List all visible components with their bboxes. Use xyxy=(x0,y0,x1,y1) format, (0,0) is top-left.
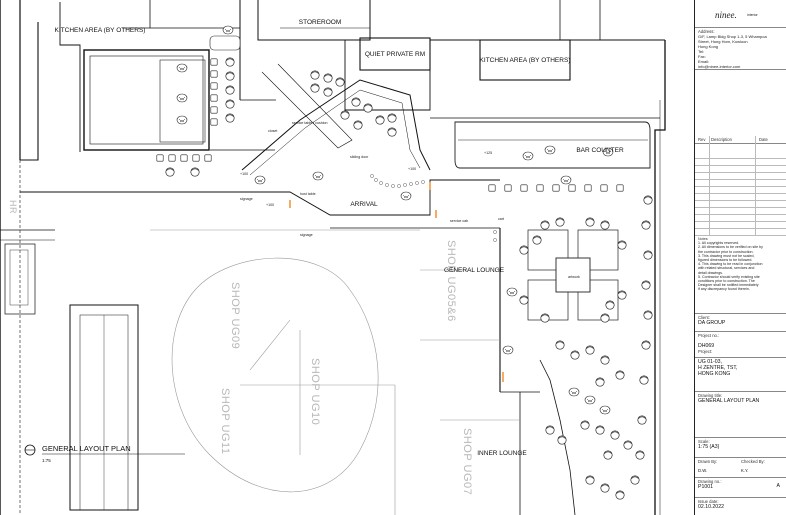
room-label-arrival: ARRIVAL xyxy=(350,201,378,208)
checked-by-value: K.Y. xyxy=(741,468,749,473)
revision-header: Rev Description Date xyxy=(695,136,786,144)
room-label-storeroom: STOREROOM xyxy=(299,19,342,26)
signage-label: signage xyxy=(300,233,313,237)
hr-label: HR xyxy=(8,200,18,214)
exit-markers xyxy=(289,182,504,382)
project-block: UG 01-03, H ZENTRE, TST, HONG KONG xyxy=(695,358,786,392)
title-block: ninee. interior Address: G/F, Lamp Bldg … xyxy=(694,0,786,515)
shop-labels: SHOP UG09 SHOP UG10 SHOP UG11 SHOP UG05&… xyxy=(8,200,473,495)
address-line: Hong Kong xyxy=(698,44,719,49)
note-line: conditions prior to construction. The xyxy=(698,279,755,284)
scale-value: 1:75 (A3) xyxy=(698,444,720,450)
project-no-label: Project no.: xyxy=(698,333,720,338)
artwork-label: artwork xyxy=(568,275,580,279)
furniture xyxy=(156,25,653,500)
drawn-checked-block: Drawn By: D.W. Checked By: K.Y. xyxy=(695,458,786,478)
project-line: H ZENTRE, TST, xyxy=(698,365,738,371)
project-line: HONG KONG xyxy=(698,371,731,377)
note-line: 2. All dimensions to be verified on site… xyxy=(698,245,763,250)
project-line: UG 01-03, xyxy=(698,359,722,365)
project-label: Project: xyxy=(698,349,713,354)
signage-label: signage xyxy=(240,197,253,201)
plan-title: GENERAL LAYOUT PLAN xyxy=(42,444,131,453)
room-label-kitchen-right: KITCHEN AREA (BY OTHERS) xyxy=(480,57,571,64)
building-walls xyxy=(0,0,666,515)
issue-date-label: Issue date: xyxy=(698,499,719,504)
room-labels: KITCHEN AREA (BY OTHERS) STOREROOM QUIET… xyxy=(55,19,624,457)
email: info@ninee-interior.com xyxy=(698,64,741,69)
room-label-bar-counter: BAR COUNTER xyxy=(576,147,624,154)
room-label-general-lounge: GENERAL LOUNGE xyxy=(444,267,505,274)
room-label-kitchen-left: KITCHEN AREA (BY OTHERS) xyxy=(55,27,146,34)
note-line: 3. This drawing must not be scaled, xyxy=(698,253,755,258)
drawing-title-block: Drawing title: GENERAL LAYOUT PLAN xyxy=(695,392,786,438)
cart-label: cart xyxy=(498,217,504,221)
annotations: signage signage host table service cab c… xyxy=(240,121,580,279)
note-line: 1. All copyrights reserved. xyxy=(698,241,740,246)
project-no-value: DH069 xyxy=(698,343,715,349)
level-label: +100 xyxy=(240,172,248,176)
note-line: the contractor prior to construction. xyxy=(698,249,754,254)
fax-label: Fax: xyxy=(698,54,706,59)
drawing-title-label: Drawing title: xyxy=(698,393,723,398)
drawing-no-block: Drawing no.: P1001 A xyxy=(695,478,786,498)
notes-block: Notes: 1. All copyrights reserved. 2. Al… xyxy=(695,236,786,314)
issue-date-block: Issue date: 02.10.2022 xyxy=(695,498,786,515)
room-label-quiet-private: QUIET PRIVATE RM xyxy=(365,51,425,58)
scale-block: Scale: 1:75 (A3) xyxy=(695,438,786,458)
scale-label: Scale: xyxy=(698,439,710,444)
drawing-no-label: Drawing no.: xyxy=(698,479,722,484)
floor-plan: SHOP UG09 SHOP UG10 SHOP UG11 SHOP UG05&… xyxy=(0,0,666,515)
date-col-header: Date xyxy=(759,137,768,142)
service-table-label: service table / cushion xyxy=(292,121,328,125)
note-line: 5. Contractor should verify existing sit… xyxy=(698,274,760,279)
client-label: Client: xyxy=(698,315,710,320)
note-line: Designer shall be notified immediately xyxy=(698,283,759,288)
plan-title-block: GENERAL LAYOUT PLAN 1:75 xyxy=(24,444,185,463)
closet-label: closet xyxy=(268,129,277,133)
address-block: Address: G/F, Lamp Bldg Shop 1-3, 5 Wham… xyxy=(695,28,786,70)
address-line: Street, Hung Hom, Kowloon xyxy=(698,39,748,44)
notes-title: Notes: xyxy=(698,237,709,241)
revision-letter: A xyxy=(776,483,780,489)
client-value: DA GROUP xyxy=(698,320,726,326)
issue-date-value: 02.10.2022 xyxy=(698,504,724,510)
project-no-block: Project no.: DH069 Project: xyxy=(695,332,786,358)
note-line: detail drawings. xyxy=(698,270,723,275)
email-label: Email: xyxy=(698,59,710,64)
host-table-label: host table xyxy=(300,192,316,196)
note-line: if any discrepancy found therein. xyxy=(698,287,750,292)
note-line: figured dimensions to be followed. xyxy=(698,258,753,263)
sliding-door-label: sliding door xyxy=(350,155,369,159)
shop-label: SHOP UG10 xyxy=(309,358,321,425)
drawn-by-label: Drawn By: xyxy=(698,459,718,464)
rev-col-header: Rev xyxy=(698,137,706,142)
level-label: +100 xyxy=(408,167,416,171)
drawing-title-value: GENERAL LAYOUT PLAN xyxy=(698,398,760,404)
address-line: G/F, Lamp Bldg Shop 1-3, 5 Whampoa xyxy=(698,34,767,39)
service-cab-label: service cab xyxy=(450,219,468,223)
level-label: +100 xyxy=(266,203,274,207)
address-label: Address: xyxy=(698,29,715,34)
checked-by-label: Checked By: xyxy=(741,459,765,464)
plan-scale: 1:75 xyxy=(42,458,51,463)
drawing-no-value: P1001 xyxy=(698,484,714,490)
drawn-by-value: D.W. xyxy=(698,468,708,473)
company-logo: ninee. xyxy=(715,10,737,20)
room-label-inner-lounge: INNER LOUNGE xyxy=(477,450,527,457)
company-logo-sub: interior xyxy=(747,13,758,17)
description-col-header: Description xyxy=(711,137,732,142)
client-block: Client: DA GROUP xyxy=(695,314,786,332)
mall-outlines xyxy=(150,229,520,515)
level-label: +125 xyxy=(484,151,492,155)
shop-label: SHOP UG09 xyxy=(229,282,241,349)
shop-label: SHOP UG05&6 xyxy=(445,240,457,322)
note-line: with related structural, services and xyxy=(698,266,755,271)
shop-label: SHOP UG07 xyxy=(461,428,473,495)
note-line: 4. This drawing to be read in conjunctio… xyxy=(698,262,763,267)
shop-label: SHOP UG11 xyxy=(219,388,231,454)
tel-label: Tel: xyxy=(698,49,705,54)
